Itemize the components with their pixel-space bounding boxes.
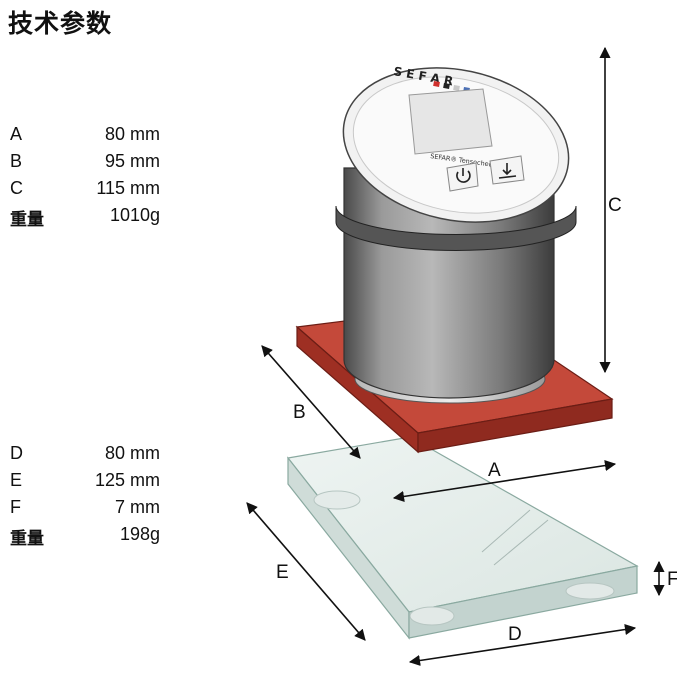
power-icon bbox=[456, 168, 471, 183]
display-screen bbox=[408, 88, 493, 155]
spec-value: 95 mm bbox=[104, 151, 160, 171]
download-button[interactable] bbox=[489, 155, 525, 185]
power-button[interactable] bbox=[446, 162, 479, 192]
spec-value: 115 mm bbox=[96, 178, 160, 198]
spec-key: D bbox=[10, 443, 23, 463]
spec-row-c: C 115 mm bbox=[10, 178, 160, 205]
spec-key: 重量 bbox=[10, 210, 44, 230]
label-f: F bbox=[667, 569, 677, 590]
spec-row-weight: 重量 198g bbox=[10, 524, 160, 551]
dimension-d: D bbox=[408, 623, 637, 667]
label-c: C bbox=[608, 195, 622, 216]
spec-row-f: F 7 mm bbox=[10, 497, 160, 524]
dimension-f: F bbox=[653, 560, 677, 597]
label-e: E bbox=[276, 562, 289, 583]
label-a: A bbox=[488, 460, 501, 481]
page-title: 技术参数 bbox=[8, 9, 113, 38]
spec-value: 7 mm bbox=[115, 497, 160, 517]
dimension-b: B bbox=[261, 345, 361, 459]
spec-key: C bbox=[10, 178, 23, 198]
spec-key: B bbox=[10, 151, 23, 171]
dimension-a: A bbox=[392, 459, 617, 503]
spec-key: 重量 bbox=[10, 529, 44, 549]
label-d: D bbox=[508, 624, 522, 645]
spec-value: 80 mm bbox=[104, 124, 160, 144]
spec-key: A bbox=[10, 124, 23, 144]
spec-row-weight: 重量 1010g bbox=[10, 205, 160, 232]
spec-row-b: B 95 mm bbox=[10, 151, 160, 178]
spec-row-e: E 125 mm bbox=[10, 470, 160, 497]
spec-value: 1010g bbox=[109, 205, 160, 225]
spec-value: 125 mm bbox=[94, 470, 160, 490]
label-b: B bbox=[293, 402, 306, 423]
spec-value: 80 mm bbox=[104, 443, 160, 463]
spec-value: 198g bbox=[119, 524, 160, 544]
device-spec-list: A 80 mm B 95 mm C 115 mm 重量 1010g bbox=[10, 124, 160, 232]
spec-key: E bbox=[10, 470, 23, 490]
spec-row-d: D 80 mm bbox=[10, 443, 160, 470]
glass-plate bbox=[286, 436, 639, 640]
tensocheck-device: S E F A R SEFAR® Tensocheck 200 bbox=[335, 64, 577, 404]
spec-row-a: A 80 mm bbox=[10, 124, 160, 151]
dimension-c: C bbox=[599, 46, 622, 374]
dimension-e: E bbox=[246, 502, 366, 641]
download-icon bbox=[498, 163, 517, 179]
spec-key: F bbox=[10, 497, 21, 517]
plate-spec-list: D 80 mm E 125 mm F 7 mm 重量 198g bbox=[10, 443, 160, 551]
